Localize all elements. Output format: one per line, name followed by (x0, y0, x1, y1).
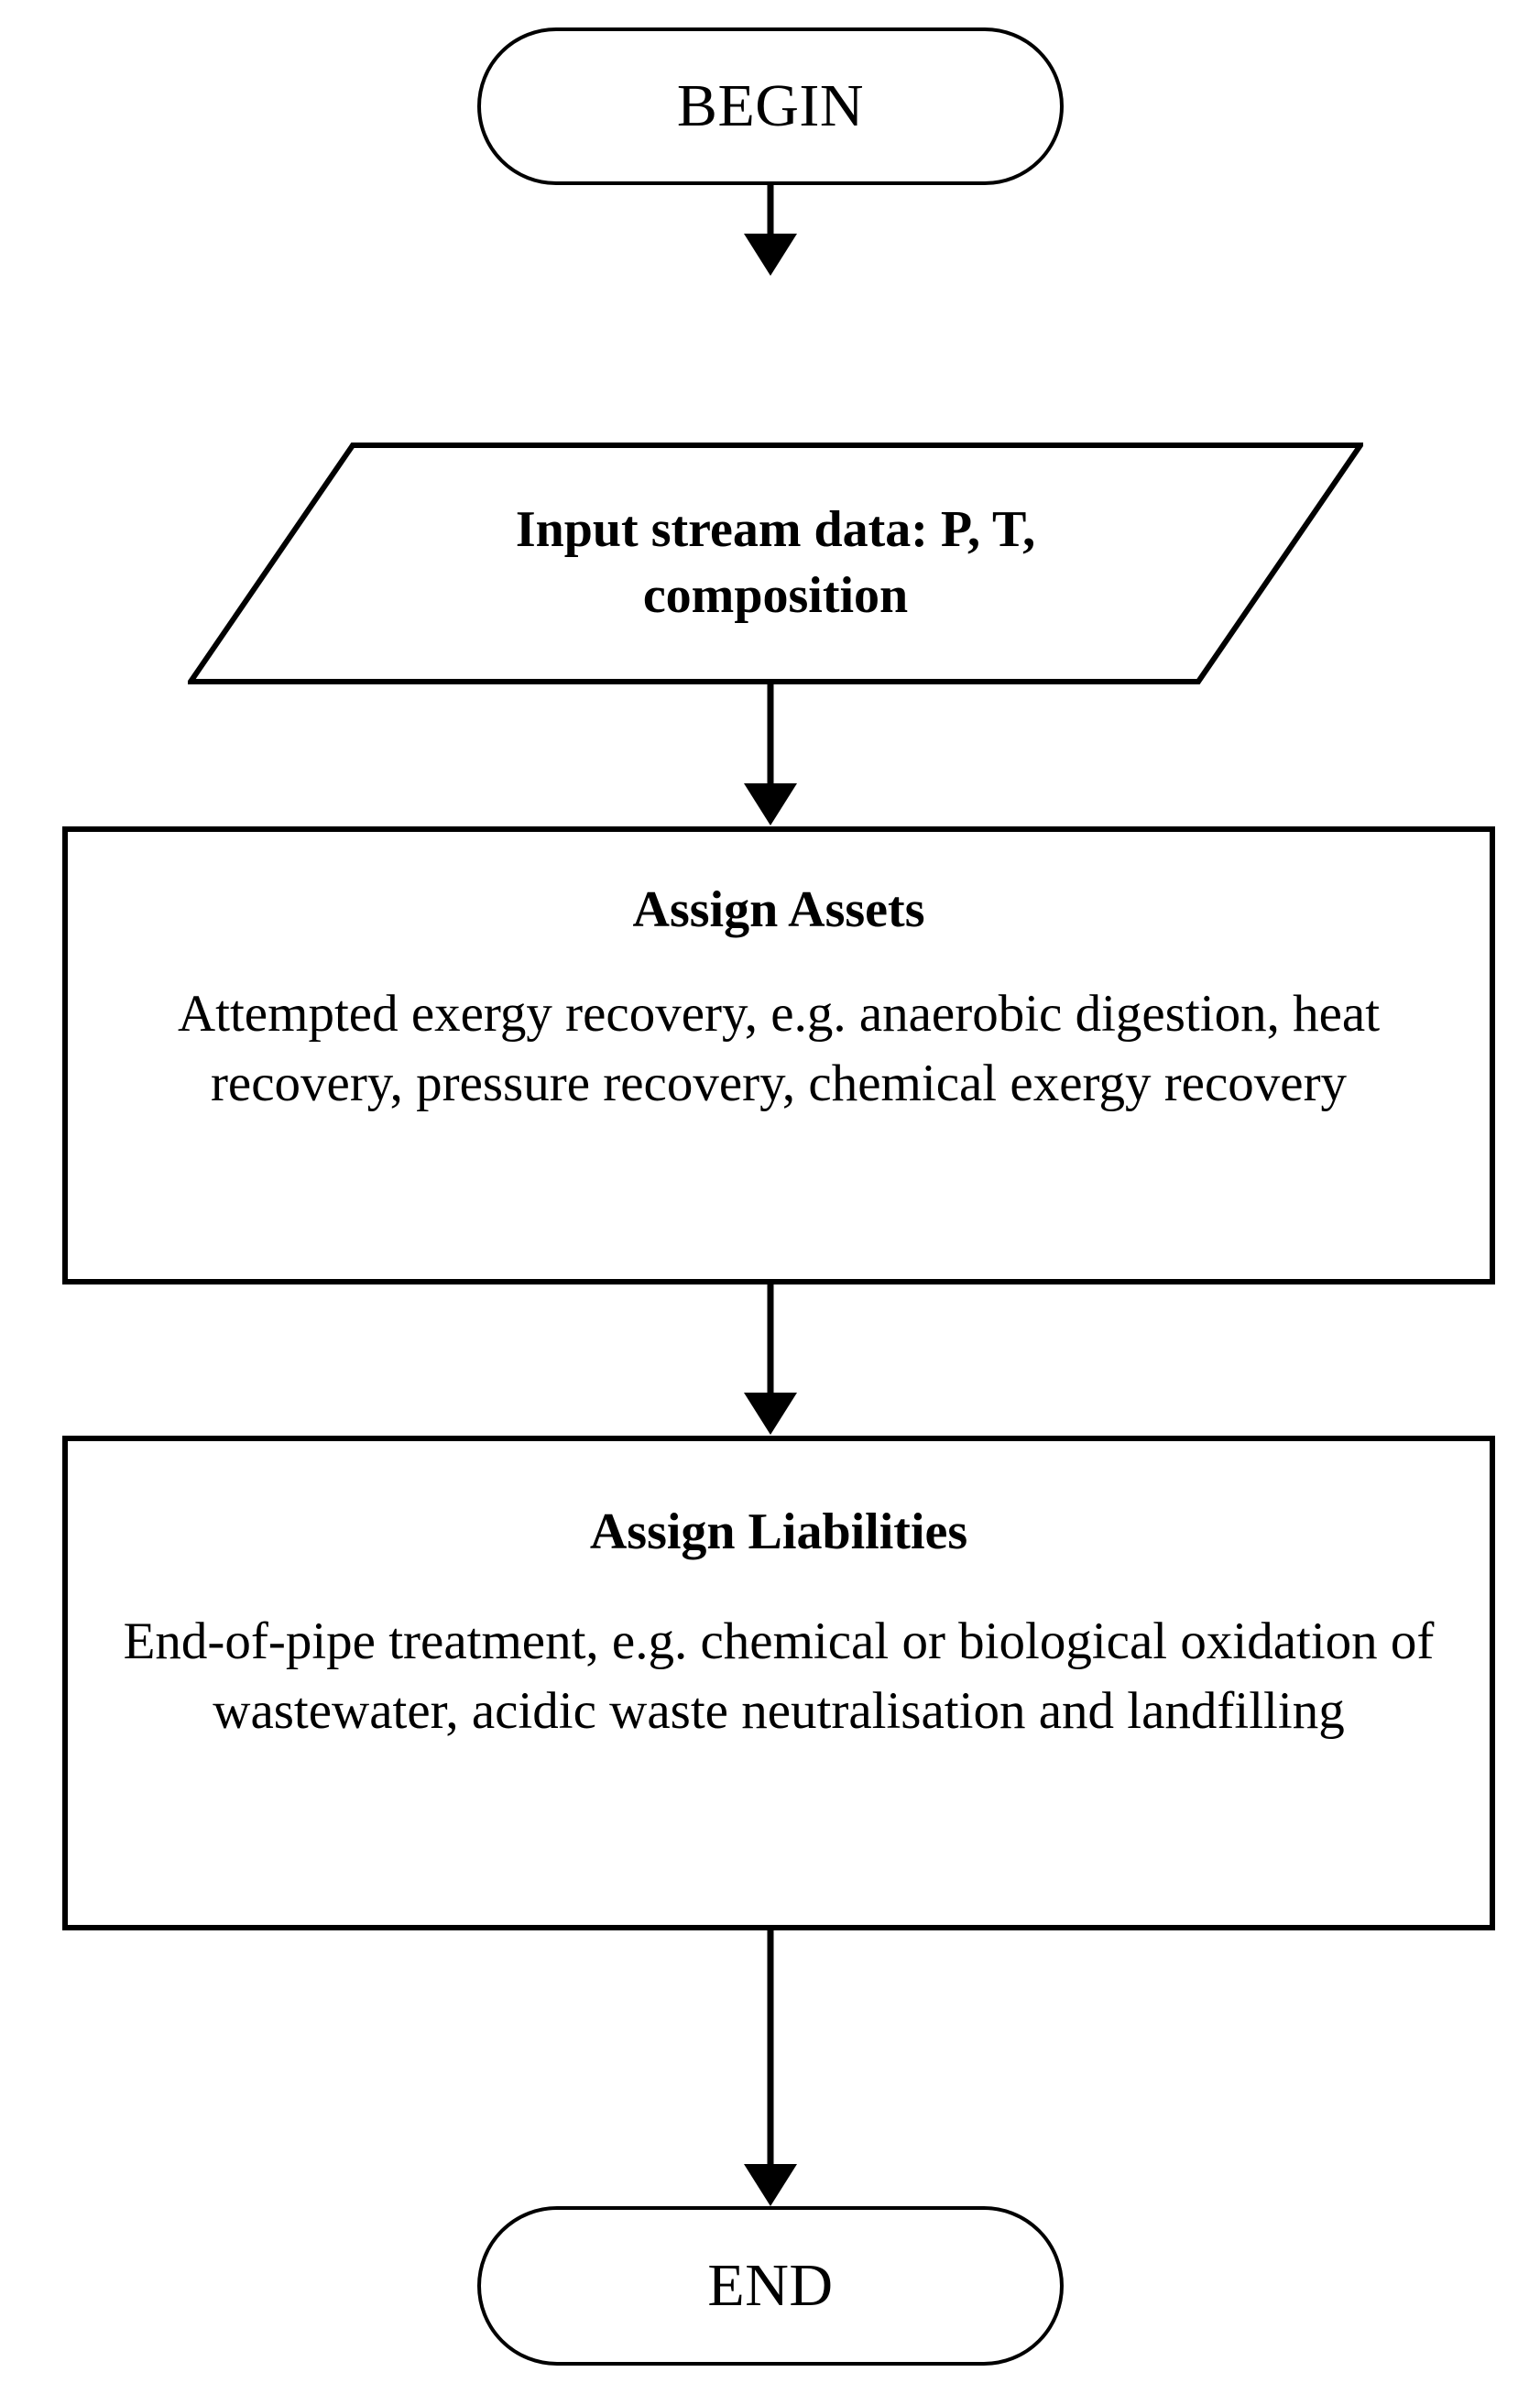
node-assign-liabilities-body: End-of-pipe treatment, e.g. chemical or … (123, 1612, 1435, 1740)
node-begin-terminator[interactable]: BEGIN (477, 27, 1064, 185)
node-assign-assets-title: Assign Assets (632, 881, 925, 938)
node-assign-liabilities[interactable]: Assign Liabilities End-of-pipe treatment… (62, 1436, 1495, 1930)
node-input-stream-data-label: Input stream data: P, T, composition (515, 501, 1036, 624)
parallelogram-shape (188, 443, 1363, 684)
node-begin-label: BEGIN (676, 71, 865, 139)
node-end-label: END (707, 2251, 834, 2319)
node-assign-assets[interactable]: Assign Assets Attempted exergy recovery,… (62, 826, 1495, 1284)
node-assign-liabilities-title: Assign Liabilities (589, 1503, 968, 1560)
node-end-terminator[interactable]: END (477, 2206, 1064, 2366)
node-assign-assets-body: Attempted exergy recovery, e.g. anaerobi… (177, 985, 1381, 1112)
node-input-stream-data[interactable]: Input stream data: P, T, composition (188, 443, 1363, 684)
